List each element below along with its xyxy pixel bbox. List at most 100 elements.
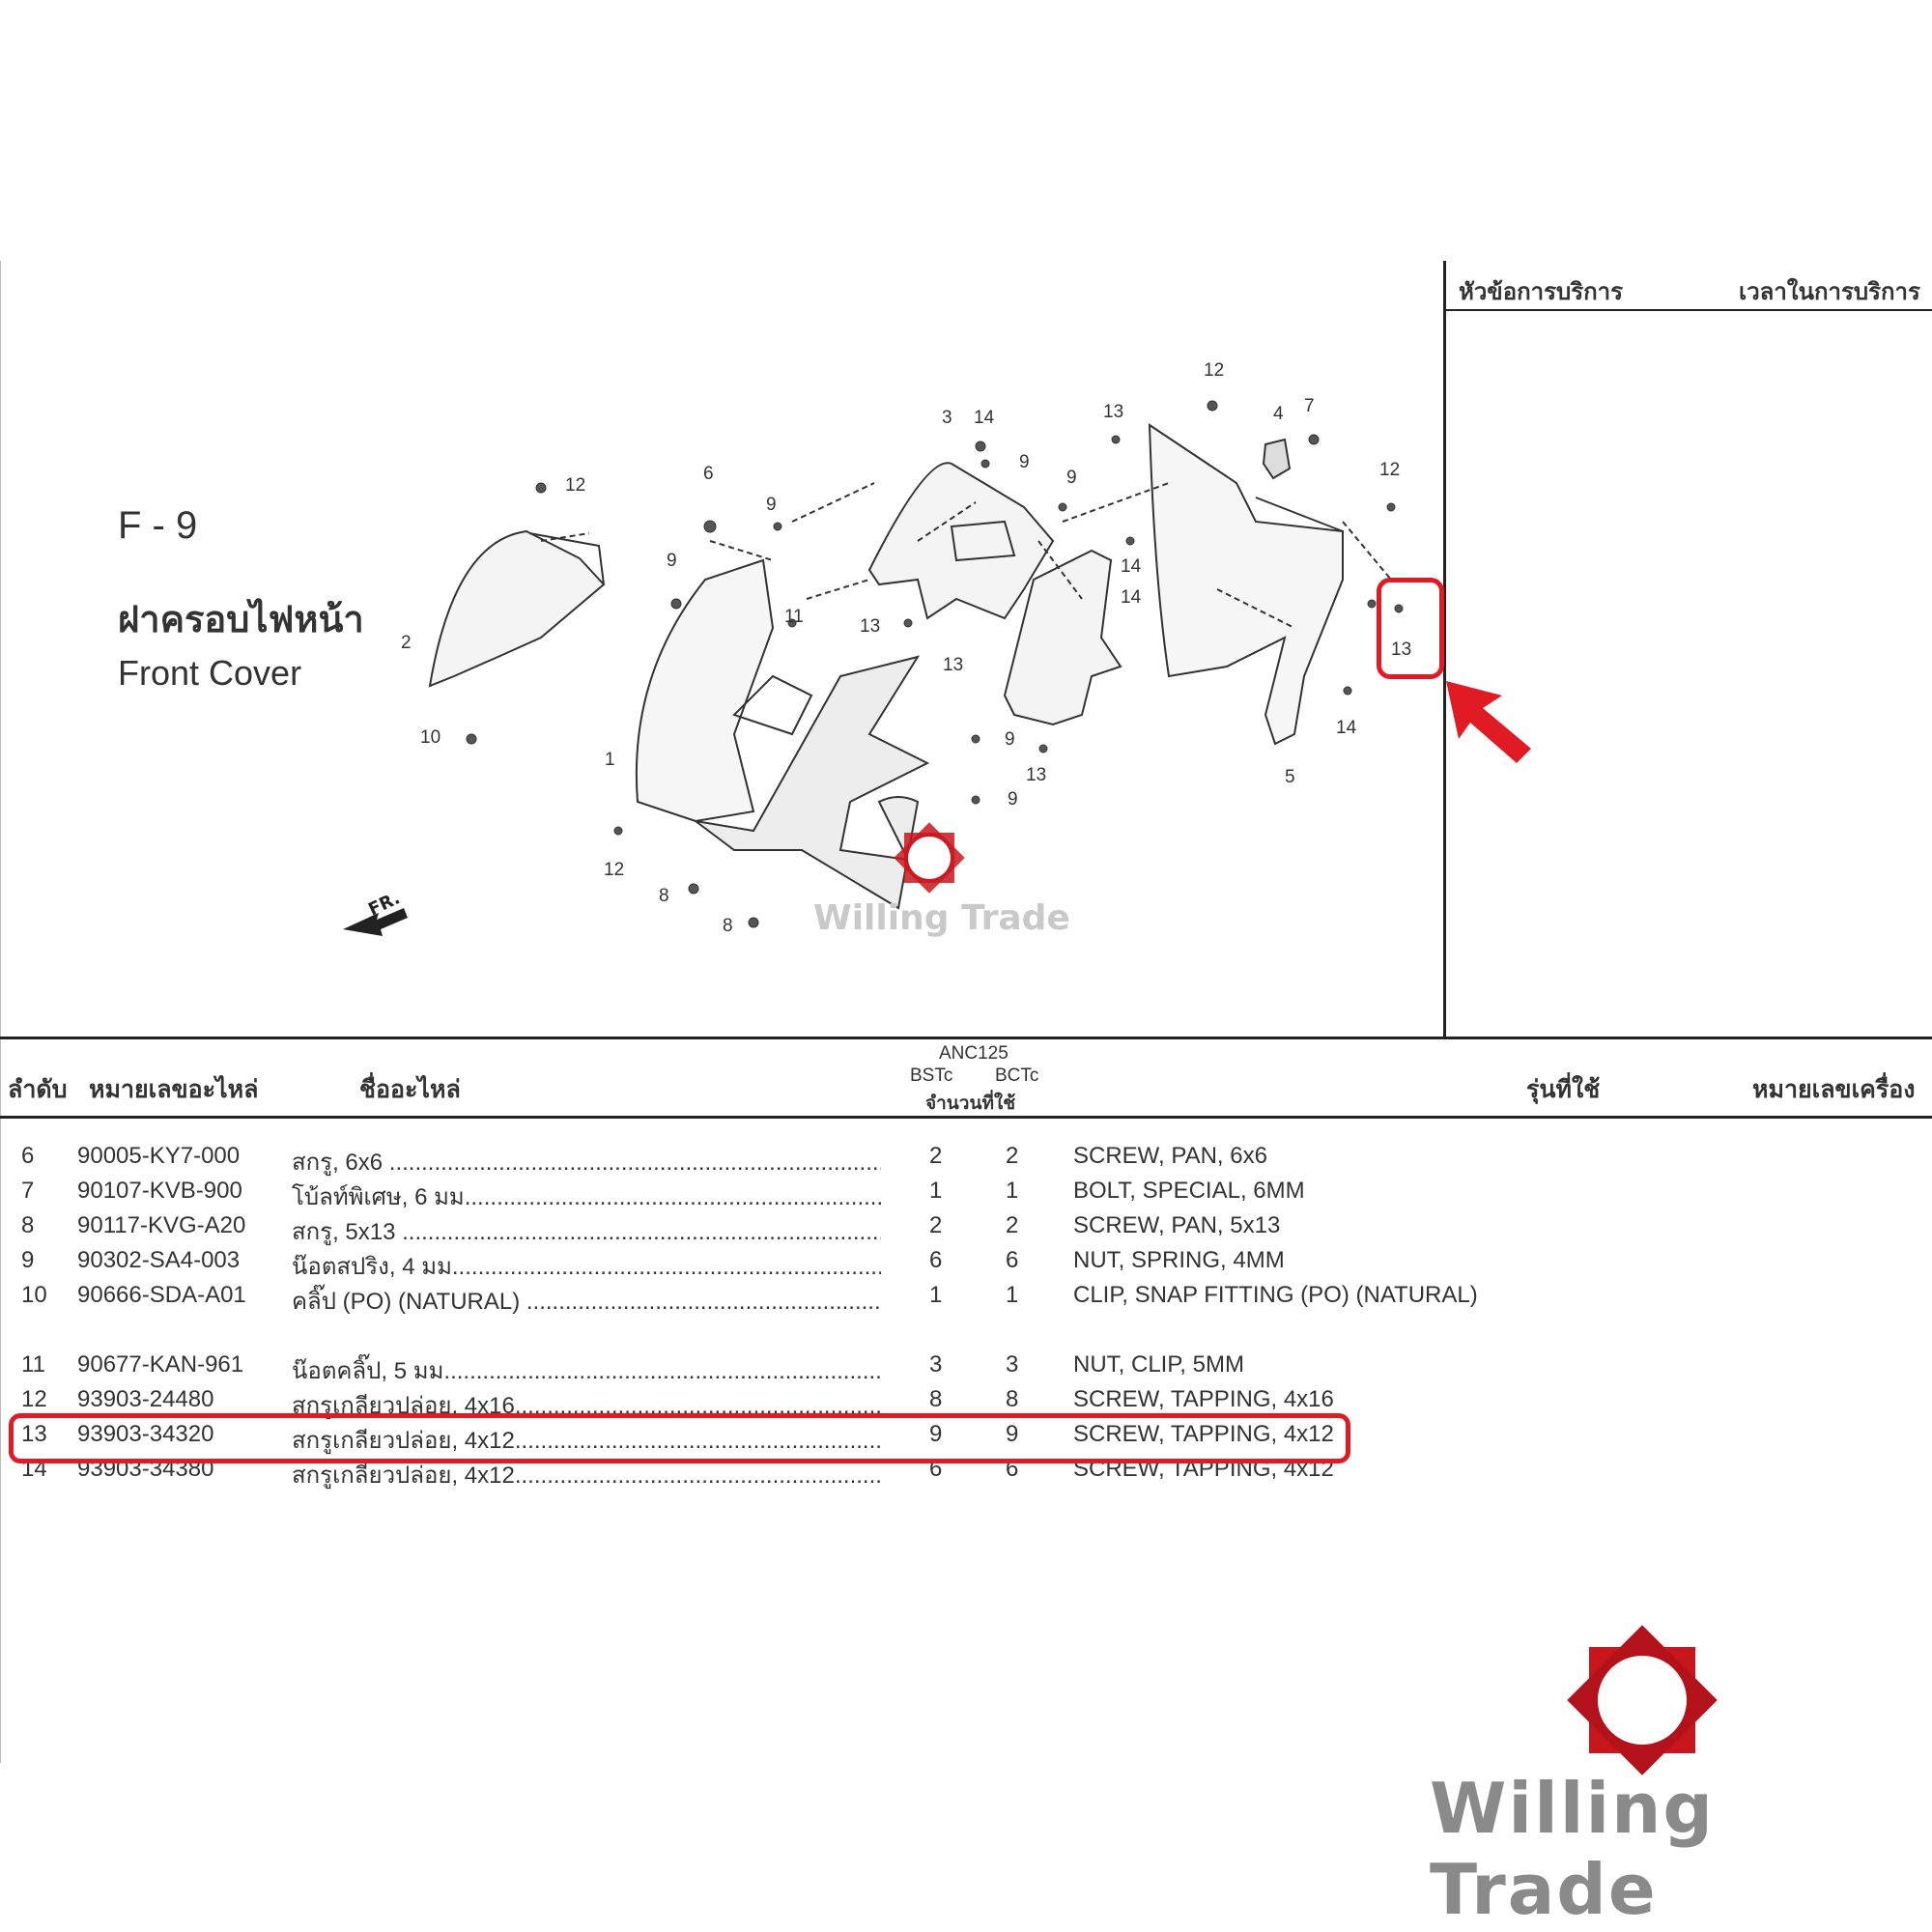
callout-label: 9 xyxy=(1008,789,1018,810)
cell-part-no: 90677-KAN-961 xyxy=(77,1351,244,1378)
cell-name-en: SCREW, TAPPING, 4x16 xyxy=(1073,1386,1334,1412)
service-item-header: หัวข้อการบริการ xyxy=(1459,278,1624,305)
cell-part-no: 90005-KY7-000 xyxy=(77,1143,241,1169)
col-header-name: ชื่ออะไหล่ xyxy=(359,1075,461,1103)
brand-name: Willing Trade xyxy=(1430,1768,1715,1930)
cell-no: 7 xyxy=(21,1178,35,1204)
callout-label: 1 xyxy=(605,750,615,770)
service-time-header: เวลาในการบริการ xyxy=(1739,278,1920,305)
table-row: 10 90666-SDA-A01 คลิ๊ป (PO) (NATURAL) ..… xyxy=(0,1282,1932,1315)
callout-label: 9 xyxy=(1019,452,1030,472)
table-header-rule xyxy=(0,1116,1932,1119)
col-header-part-no: หมายเลขอะไหล่ xyxy=(89,1075,259,1103)
cell-name-th: สกรูเกลียวปล่อย, 4x12...................… xyxy=(292,1428,881,1454)
callout-label: 13 xyxy=(1103,402,1124,422)
table-row: 8 90117-KVG-A20 สกรู, 5x13 .............… xyxy=(0,1212,1932,1245)
callout-label: 9 xyxy=(1066,468,1077,488)
figure-title-english: Front Cover xyxy=(118,653,302,693)
cell-qty-1: 2 xyxy=(929,1143,943,1169)
cell-no: 11 xyxy=(21,1351,45,1378)
callout-label: 6 xyxy=(703,464,714,484)
cell-name-en: CLIP, SNAP FITTING (PO) (NATURAL) xyxy=(1073,1282,1478,1308)
col-header-qty: จำนวนที่ใช้ xyxy=(925,1093,1016,1114)
callout-label: 13 xyxy=(1391,639,1412,660)
service-panel-header-rule xyxy=(1443,309,1932,311)
cell-qty-1: 9 xyxy=(929,1421,943,1447)
cell-name-en: NUT, CLIP, 5MM xyxy=(1073,1351,1244,1378)
table-row: 11 90677-KAN-961 น๊อตคลิ๊ป, 5 มม........… xyxy=(0,1351,1932,1384)
cell-no: 9 xyxy=(21,1247,35,1273)
callout-label: 2 xyxy=(401,633,412,653)
callout-label: 13 xyxy=(943,655,964,675)
diagram-bottom-rule xyxy=(0,1037,1932,1039)
cell-qty-1: 6 xyxy=(929,1247,943,1273)
callout-label: 9 xyxy=(766,495,777,515)
cell-name-en: SCREW, PAN, 5x13 xyxy=(1073,1212,1281,1238)
callout-label: 10 xyxy=(420,727,441,748)
cell-name-en: SCREW, PAN, 6x6 xyxy=(1073,1143,1267,1169)
cell-qty-2: 1 xyxy=(1006,1282,1019,1308)
row-highlight-box xyxy=(9,1413,1350,1463)
cell-name-en: NUT, SPRING, 4MM xyxy=(1073,1247,1285,1273)
cell-name-th: น๊อตคลิ๊ป, 5 มม.........................… xyxy=(292,1358,881,1384)
cell-qty-2: 9 xyxy=(1006,1421,1019,1447)
col-header-no: ลำดับ xyxy=(8,1075,68,1103)
cell-qty-1: 1 xyxy=(929,1178,943,1204)
cell-qty-2: 3 xyxy=(1006,1351,1019,1378)
col-header-used-in: รุ่นที่ใช้ xyxy=(1526,1075,1601,1103)
cell-name-th: คลิ๊ป (PO) (NATURAL) ...................… xyxy=(292,1289,881,1315)
table-row: 6 90005-KY7-000 สกรู, 6x6 ..............… xyxy=(0,1143,1932,1176)
col-header-model: ANC125 xyxy=(939,1043,1009,1064)
cell-qty-1: 2 xyxy=(929,1212,943,1238)
figure-id: F - 9 xyxy=(118,504,198,547)
callout-label: 9 xyxy=(667,551,677,571)
watermark-text: Willing Trade xyxy=(813,898,1070,938)
callout-label: 13 xyxy=(860,616,881,637)
cell-qty-1: 1 xyxy=(929,1282,943,1308)
table-row-highlighted: 13 93903-34320 สกรูเกลียวปล่อย, 4x12....… xyxy=(0,1421,1932,1454)
callout-label: 9 xyxy=(1005,729,1015,750)
cell-part-no: 90117-KVG-A20 xyxy=(77,1212,246,1238)
callout-label: 12 xyxy=(565,475,586,496)
callout-label: 14 xyxy=(1121,587,1142,608)
callout-label: 14 xyxy=(1336,718,1357,738)
cell-name-th: สกรู, 5x13 .............................… xyxy=(292,1219,881,1245)
table-row: 9 90302-SA4-003 น๊อตสปริง, 4 มม.........… xyxy=(0,1247,1932,1280)
callout-label: 5 xyxy=(1285,767,1295,787)
cell-name-th: สกรูเกลียวปล่อย, 4x12...................… xyxy=(292,1463,881,1489)
table-row: 7 90107-KVB-900 โบ้ลท์พิเศษ, 6 มม.......… xyxy=(0,1178,1932,1210)
callout-label: 7 xyxy=(1304,396,1315,416)
cell-no: 6 xyxy=(21,1143,35,1169)
cell-qty-1: 8 xyxy=(929,1386,943,1412)
cell-qty-2: 2 xyxy=(1006,1143,1019,1169)
cell-qty-2: 6 xyxy=(1006,1247,1019,1273)
callout-label: 8 xyxy=(723,916,733,936)
cell-name-th: สกรู, 6x6 ..............................… xyxy=(292,1150,881,1176)
callout-label: 14 xyxy=(1121,556,1142,577)
cell-part-no: 90666-SDA-A01 xyxy=(77,1282,246,1308)
callout-label: 13 xyxy=(1026,765,1047,785)
diagram-highlight-box xyxy=(1377,578,1444,679)
brand-logo-icon xyxy=(1567,1625,1718,1776)
callout-label: 12 xyxy=(604,860,625,880)
cell-name-th: น๊อตสปริง, 4 มม.........................… xyxy=(292,1254,881,1280)
cell-no: 10 xyxy=(21,1282,47,1308)
cell-part-no: 90107-KVB-900 xyxy=(77,1178,242,1204)
cell-no: 13 xyxy=(21,1421,47,1447)
pointer-arrow-icon xyxy=(1446,681,1531,763)
cell-no: 12 xyxy=(21,1386,47,1412)
frame-left-edge xyxy=(0,261,1,1763)
figure-title-thai: ฝาครอบไฟหน้า xyxy=(118,598,364,640)
cell-name-th: โบ้ลท์พิเศษ, 6 มม.......................… xyxy=(292,1184,881,1210)
cell-name-en: BOLT, SPECIAL, 6MM xyxy=(1073,1178,1305,1204)
table-row: 12 93903-24480 สกรูเกลียวปล่อย, 4x16....… xyxy=(0,1386,1932,1419)
cell-qty-2: 8 xyxy=(1006,1386,1019,1412)
callout-label: 14 xyxy=(974,408,995,428)
callout-label: 11 xyxy=(784,607,804,627)
cell-qty-1: 3 xyxy=(929,1351,943,1378)
callout-label: 3 xyxy=(942,408,952,428)
col-header-variant1: BSTc xyxy=(910,1065,953,1086)
cell-qty-2: 1 xyxy=(1006,1178,1019,1204)
cell-part-no: 93903-34320 xyxy=(77,1421,214,1447)
